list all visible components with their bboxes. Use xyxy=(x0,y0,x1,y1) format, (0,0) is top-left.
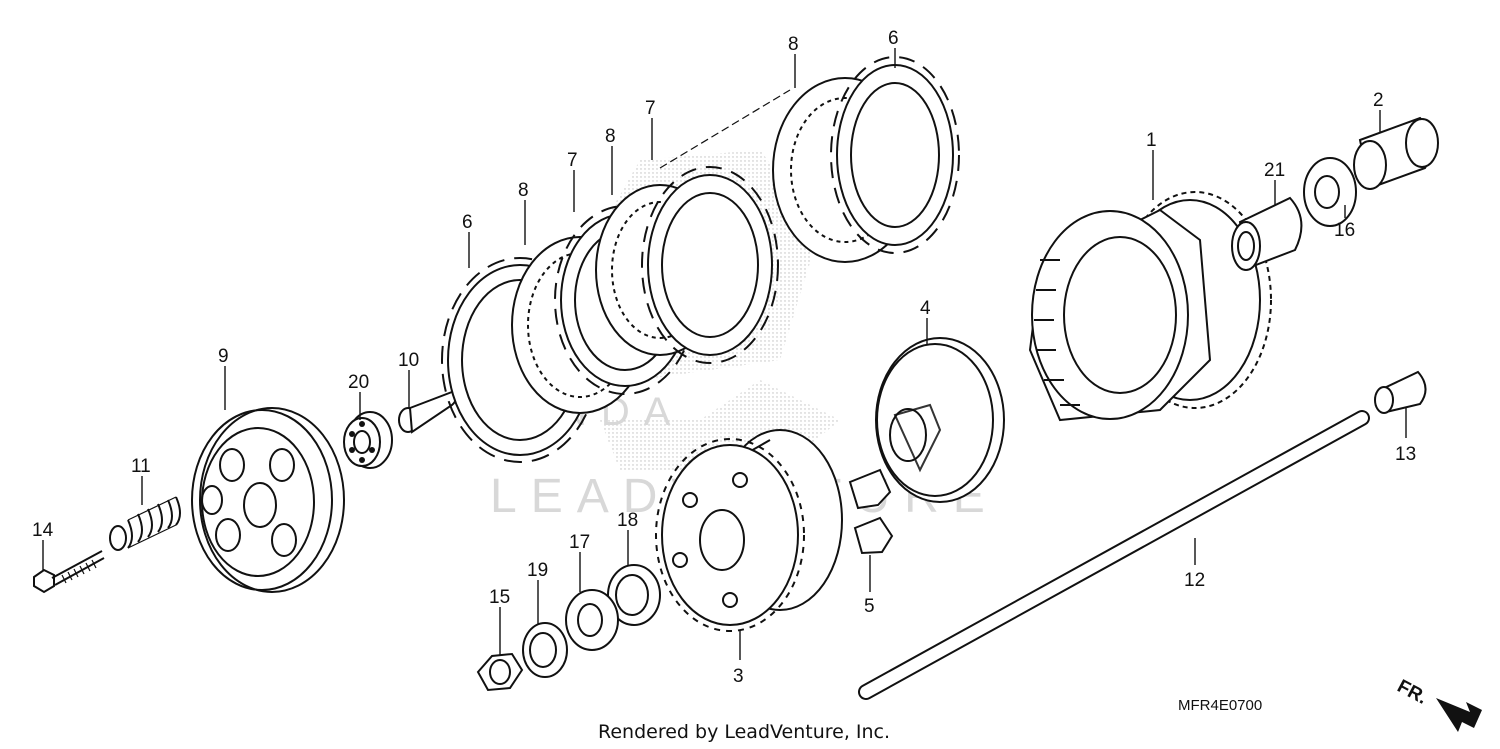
callout-16: 16 xyxy=(1334,220,1355,241)
part-5-cam-plate xyxy=(848,468,894,555)
arrow-icon xyxy=(1436,698,1482,732)
part-21-needle-bearing xyxy=(1231,196,1303,271)
part-4-damper-plate xyxy=(875,337,1005,503)
part-1-clutch-outer xyxy=(1028,191,1272,422)
part-3-clutch-center xyxy=(655,429,843,632)
diagram-code: MFR4E0700 xyxy=(1178,697,1262,714)
stack-dash-line xyxy=(659,89,791,169)
callouts: 1 2 3 4 5 6 6 7 7 7 8 8 8 8 9 10 11 12 1… xyxy=(32,28,1416,687)
callout-6a: 6 xyxy=(462,212,473,233)
callout-21: 21 xyxy=(1264,160,1285,181)
callout-8c: 8 xyxy=(788,34,799,55)
part-15-lock-nut xyxy=(476,652,524,692)
callout-3: 3 xyxy=(733,666,744,687)
callout-7a: 7 xyxy=(567,150,578,171)
callout-7b: 7 xyxy=(645,98,656,119)
callout-8b: 8 xyxy=(605,126,616,147)
part-19-washer xyxy=(522,622,568,678)
callout-2: 2 xyxy=(1373,90,1384,111)
callout-15: 15 xyxy=(489,587,510,608)
part-9-pressure-plate xyxy=(191,407,345,593)
part-11-spring xyxy=(109,496,181,551)
callout-18: 18 xyxy=(617,510,638,531)
callout-14: 14 xyxy=(32,520,54,541)
part-14-bolt xyxy=(33,550,105,594)
credit-line: Rendered by LeadVenture, Inc. xyxy=(598,721,890,743)
part-7-friction-disc-c xyxy=(641,166,779,364)
part-18-washer xyxy=(607,564,661,626)
part-2-collar xyxy=(1353,116,1439,190)
part-6-friction-disc-d xyxy=(830,56,960,254)
callout-9: 9 xyxy=(218,346,229,367)
callout-4: 4 xyxy=(920,298,931,319)
part-17-washer xyxy=(565,589,619,651)
leader-lines xyxy=(42,48,1407,660)
part-10-lifter-rod xyxy=(398,390,457,434)
callout-8a: 8 xyxy=(518,180,529,201)
callout-5: 5 xyxy=(864,596,875,617)
part-12-push-rod xyxy=(858,410,1370,700)
callout-17: 17 xyxy=(569,532,590,553)
callout-11: 11 xyxy=(131,456,151,477)
callout-20: 20 xyxy=(348,372,369,393)
front-direction-arrow: FR. xyxy=(1394,676,1482,732)
callout-12: 12 xyxy=(1184,570,1205,591)
part-13-bush xyxy=(1374,370,1427,414)
callout-1: 1 xyxy=(1146,130,1157,151)
direction-label: FR. xyxy=(1394,676,1431,709)
part-20-bearing xyxy=(343,411,393,469)
part-16-washer xyxy=(1303,157,1357,227)
callout-19: 19 xyxy=(527,560,548,581)
callout-13: 13 xyxy=(1395,444,1416,465)
callout-6b: 6 xyxy=(888,28,899,49)
callout-10: 10 xyxy=(398,350,419,371)
